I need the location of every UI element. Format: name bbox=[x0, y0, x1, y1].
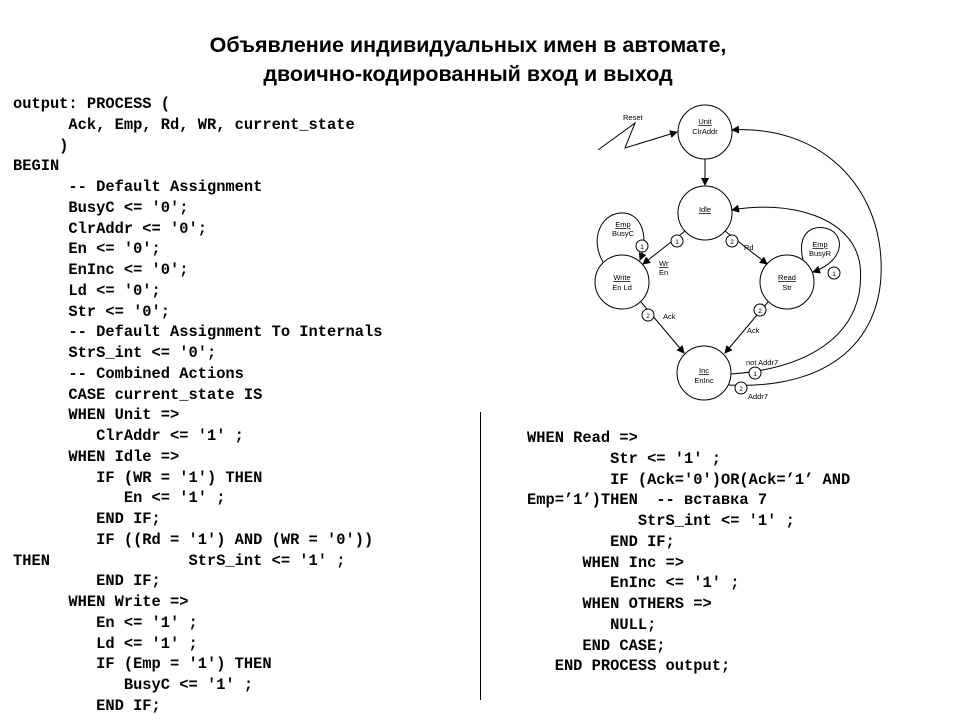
column-divider bbox=[480, 412, 481, 700]
code-line: ClrAddr <= '1' ; bbox=[13, 427, 244, 445]
state-inc-action: EnInc bbox=[694, 376, 713, 385]
code-line: IF ((Rd = '1') AND (WR = '0')) bbox=[13, 530, 374, 549]
idle-write-cond: Wr bbox=[659, 259, 669, 268]
inc-idle-cond: not Addr7 bbox=[746, 358, 778, 367]
write-self-prio: 1 bbox=[640, 244, 644, 251]
write-inc-prio: 2 bbox=[646, 313, 650, 320]
idle-write-prio: 1 bbox=[675, 239, 679, 246]
code-line: StrS_int <= '1' ; bbox=[527, 512, 795, 530]
code-line: -- Default Assignment bbox=[13, 178, 263, 196]
code-line: BusyC <= '1' ; bbox=[13, 676, 254, 694]
code-line: Ld <= '1' ; bbox=[13, 634, 198, 653]
code-line: WHEN Inc => bbox=[527, 553, 685, 572]
read-inc-prio: 2 bbox=[758, 308, 762, 315]
code-line: END PROCESS output; bbox=[527, 657, 731, 676]
vhdl-code-left: output: PROCESS ( Ack, Emp, Rd, WR, curr… bbox=[13, 94, 382, 717]
transition-idle-read: 2 Rd bbox=[724, 230, 768, 265]
state-unit-action: ClrAddr bbox=[692, 127, 718, 136]
code-line: WHEN OTHERS => bbox=[527, 595, 712, 613]
state-read-action: Str bbox=[782, 283, 792, 292]
code-line: Emp=’1’)THEN -- вставка 7 bbox=[527, 491, 768, 510]
transition-idle-write: 1 Wr En bbox=[642, 230, 686, 277]
state-inc-name: Inc bbox=[699, 366, 709, 375]
code-line: En <= '1' ; bbox=[13, 613, 198, 632]
slide-title: Объявление индивидуальных имен в автомат… bbox=[0, 31, 936, 89]
vhdl-code-right: WHEN Read => Str <= '1' ; IF (Ack='0')OR… bbox=[527, 428, 850, 677]
reset-label: Reset bbox=[623, 113, 644, 122]
state-write-action: En Ld bbox=[612, 283, 632, 292]
read-inc-cond: Ack bbox=[747, 326, 760, 335]
code-line: BusyC <= '0'; bbox=[13, 198, 189, 217]
transition-write-inc: 2 Ack bbox=[640, 301, 685, 354]
code-line: ClrAddr <= '0'; bbox=[13, 219, 207, 238]
code-line: EnInc <= '1' ; bbox=[527, 574, 740, 593]
state-read-name: Read bbox=[778, 273, 796, 282]
code-line: EnInc <= '0'; bbox=[13, 261, 189, 279]
code-line: IF (WR = '1') THEN bbox=[13, 468, 263, 487]
read-self-cond: Emp bbox=[812, 240, 827, 249]
state-idle: Idle bbox=[677, 185, 733, 241]
code-line: NULL; bbox=[527, 615, 657, 634]
idle-write-action: En bbox=[659, 268, 668, 277]
code-line: THEN StrS_int <= '1' ; bbox=[13, 551, 346, 570]
transition-read-inc: 2 Ack bbox=[724, 301, 769, 354]
transition-inc-unit: 2 Addr7 bbox=[727, 125, 882, 401]
write-self-action: BusyC bbox=[612, 229, 635, 238]
code-line: END IF; bbox=[527, 532, 675, 551]
code-line: En <= '1' ; bbox=[13, 489, 226, 508]
transition-read-self: Emp BusyR 1 bbox=[801, 226, 841, 280]
state-read: Read Str bbox=[759, 254, 815, 310]
idle-read-cond: Rd bbox=[744, 243, 754, 252]
code-line: -- Combined Actions bbox=[13, 364, 244, 383]
state-diagram: Reset Unit ClrAddr Idle Write En Ld Read… bbox=[594, 104, 882, 401]
transition-write-self: Emp BusyC 1 bbox=[596, 212, 649, 263]
transition-inc-idle: 1 not Addr7 bbox=[730, 204, 862, 380]
state-inc: Inc EnInc bbox=[676, 345, 732, 401]
state-idle-name: Idle bbox=[699, 205, 711, 214]
write-self-cond: Emp bbox=[615, 220, 630, 229]
title-line-1: Объявление индивидуальных имен в автомат… bbox=[209, 33, 727, 57]
code-line: BEGIN bbox=[13, 157, 60, 176]
code-line: Str <= '0'; bbox=[13, 302, 171, 321]
read-self-prio: 1 bbox=[832, 271, 836, 278]
code-line: IF (Emp = '1') THEN bbox=[13, 655, 272, 674]
code-line: WHEN Idle => bbox=[13, 447, 180, 466]
write-inc-cond: Ack bbox=[663, 312, 676, 321]
read-self-action: BusyR bbox=[809, 249, 832, 258]
code-line: Ack, Emp, Rd, WR, current_state bbox=[13, 115, 355, 134]
code-line: END IF; bbox=[13, 696, 161, 715]
code-line: WHEN Write => bbox=[13, 593, 189, 611]
code-line: IF (Ack='0')OR(Ack=’1’ AND bbox=[527, 470, 851, 489]
code-line: -- Default Assignment To Internals bbox=[13, 323, 383, 342]
code-line: Ld <= '0'; bbox=[13, 281, 161, 300]
code-line: WHEN Read => bbox=[527, 429, 638, 447]
code-line: output: PROCESS ( bbox=[13, 95, 171, 113]
code-line: ) bbox=[13, 136, 69, 155]
reset-transition: Reset bbox=[597, 113, 678, 151]
code-line: En <= '0'; bbox=[13, 240, 161, 259]
inc-unit-cond: Addr7 bbox=[748, 392, 768, 401]
inc-unit-prio: 2 bbox=[739, 386, 743, 393]
code-line: CASE current_state IS bbox=[13, 385, 263, 404]
state-write: Write En Ld bbox=[594, 254, 650, 310]
code-line: END CASE; bbox=[527, 636, 666, 655]
idle-read-prio: 2 bbox=[730, 239, 734, 246]
code-line: WHEN Unit => bbox=[13, 406, 180, 425]
code-line: StrS_int <= '0'; bbox=[13, 344, 217, 362]
state-unit-name: Unit bbox=[698, 117, 712, 126]
state-write-name: Write bbox=[613, 273, 630, 282]
inc-idle-prio: 1 bbox=[753, 371, 757, 378]
state-unit: Unit ClrAddr bbox=[677, 104, 733, 160]
code-line: END IF; bbox=[13, 572, 161, 591]
title-line-2: двоично-кодированный вход и выход bbox=[263, 62, 673, 86]
code-line: Str <= '1' ; bbox=[527, 449, 721, 468]
code-line: END IF; bbox=[13, 510, 161, 528]
